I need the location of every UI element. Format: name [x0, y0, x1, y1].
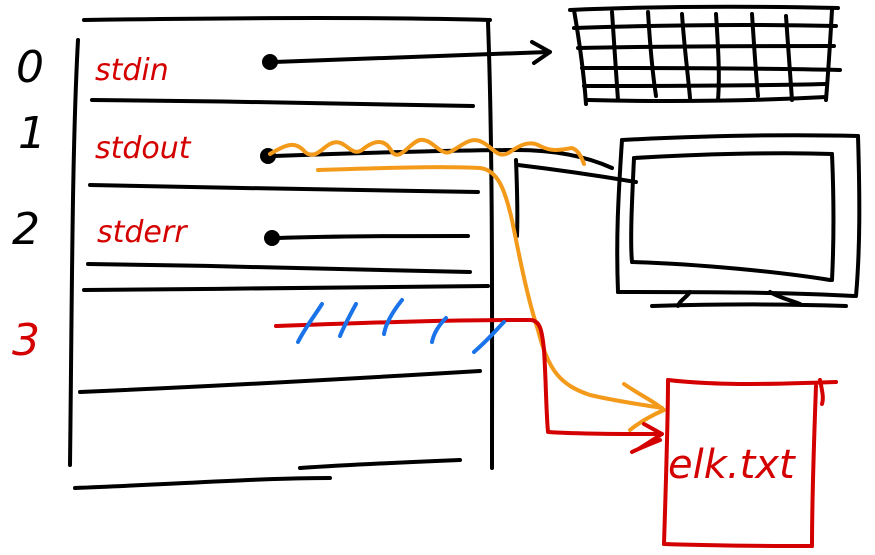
fd-row-divider	[90, 98, 475, 108]
fd-row-divider	[86, 262, 472, 274]
fd-table-top-edge	[82, 16, 492, 22]
file-elk-txt: elk.txt	[662, 378, 838, 548]
fd-row-divider	[78, 369, 482, 394]
monitor-icon	[615, 133, 862, 308]
fd-table-bottom-edge	[73, 476, 332, 490]
fd3-closed-marks	[296, 298, 506, 354]
fd-table-bottom-edge	[298, 458, 462, 470]
fd-table-right-edge	[486, 20, 495, 470]
stdin-pointer	[262, 40, 552, 70]
stdout-redirect-path	[268, 137, 666, 432]
keyboard-icon	[568, 4, 842, 106]
fd-labels: stdin stdout stderr	[95, 53, 192, 250]
fd-row-divider	[82, 284, 490, 292]
fd3-redirect-path	[274, 318, 664, 454]
fd-label-stderr: stderr	[97, 215, 188, 250]
fd-table-left-edge	[68, 38, 80, 467]
fd-number-1: 1	[18, 108, 46, 159]
fd-table	[68, 16, 495, 490]
file-label: elk.txt	[668, 442, 796, 488]
fd-row-divider	[88, 183, 480, 194]
fd-label-stdin: stdin	[95, 53, 169, 88]
fd-number-3: 3	[12, 315, 40, 366]
fd-label-stdout: stdout	[95, 131, 192, 166]
fd-numbers: 0 1 2 3	[12, 42, 46, 366]
stderr-pointer	[264, 158, 520, 246]
fd-number-2: 2	[12, 204, 40, 255]
fd-number-0: 0	[16, 42, 44, 93]
